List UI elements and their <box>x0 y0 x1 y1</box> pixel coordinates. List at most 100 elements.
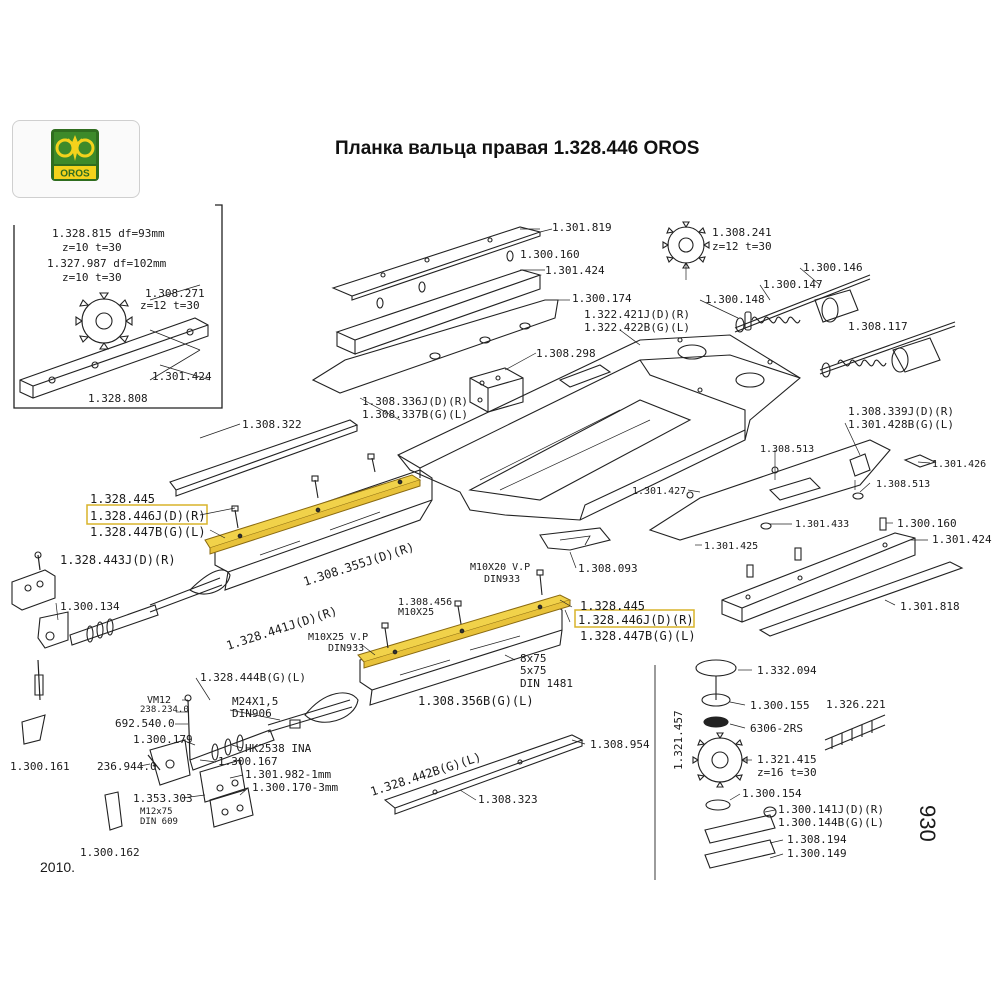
label-1328443: 1.328.443J(D)(R) <box>60 553 176 567</box>
label-1308298: 1.308.298 <box>536 347 596 360</box>
label-1308241-z: z=12 t=30 <box>712 240 772 253</box>
label-1322422: 1.322.422B(G)(L) <box>584 321 690 334</box>
label-1353303: 1.353.303 <box>133 792 193 805</box>
label-1328446-a: 1.328.446J(D)(R) <box>90 509 206 523</box>
label-inset-4: z=10 t=30 <box>62 271 122 284</box>
auger-flight-upper <box>189 569 231 595</box>
label-1328445-b: 1.328.445 <box>580 599 645 613</box>
label-1322421: 1.322.421J(D)(R) <box>584 308 690 321</box>
label-1308323: 1.308.323 <box>478 793 538 806</box>
label-1300144: 1.300.144B(G)(L) <box>778 816 884 829</box>
plate-1300170 <box>209 787 254 828</box>
label-1308954: 1.308.954 <box>590 738 650 751</box>
bracket-1308298 <box>469 367 524 413</box>
label-1300174: 1.300.174 <box>572 292 632 305</box>
label-m10x20: M10X20 V.P <box>470 562 530 573</box>
label-1328446-b: 1.328.446J(D)(R) <box>578 613 694 627</box>
label-1301433: 1.301.433 <box>795 519 849 530</box>
label-1300148: 1.300.148 <box>705 293 765 306</box>
year-label: 2010. <box>40 859 75 875</box>
label-m12x75: M12x75 <box>140 807 173 817</box>
plate-1308194 <box>704 839 776 869</box>
label-din906: DIN906 <box>232 707 272 720</box>
part-1300162 <box>104 791 123 831</box>
label-1308456: 1.308.456 <box>398 597 452 608</box>
logo-text: OROS <box>60 169 90 180</box>
label-1308513-b: 1.308.513 <box>876 479 930 490</box>
spring-1300147 <box>751 316 801 324</box>
label-1301424-a: 1.301.424 <box>545 264 605 277</box>
label-1308339: 1.308.339J(D)(R) <box>848 405 954 418</box>
sprocket-1321415 <box>697 737 743 783</box>
page-number: 930 <box>915 805 940 842</box>
label-1301819: 1.301.819 <box>552 221 612 234</box>
label-m10x25-vp: M10X25 V.P <box>308 632 368 643</box>
highlight-box-lower <box>574 609 695 628</box>
label-1301426: 1.301.426 <box>932 459 986 470</box>
plate-1301982 <box>199 759 246 803</box>
label-6306-2rs: 6306-2RS <box>750 722 803 735</box>
page-title: Планка вальца правая 1.328.446 OROS <box>335 138 700 159</box>
label-1308337: 1.308.337B(G)(L) <box>362 408 468 421</box>
label-1301427: 1.301.427 <box>632 486 686 497</box>
bar-1301818 <box>758 561 964 637</box>
label-1300167: 1.300.167 <box>218 755 278 768</box>
bar-1301424 <box>721 532 916 623</box>
label-1321415: 1.321.415 <box>757 753 817 766</box>
main-frame <box>397 334 801 521</box>
auger-flight-lower <box>304 692 359 723</box>
label-1308322: 1.308.322 <box>242 418 302 431</box>
label-1328447-b: 1.328.447B(G)(L) <box>580 629 696 643</box>
label-m24x1-5: M24X1,5 <box>232 695 278 708</box>
guard-1308093 <box>539 527 611 551</box>
label-1300161: 1.300.161 <box>10 760 70 773</box>
label-hk2538: HK2538 INA <box>245 742 312 755</box>
plate-1301428 <box>648 439 891 541</box>
label-din933-a: DIN933 <box>484 574 520 585</box>
label-1300147: 1.300.147 <box>763 278 823 291</box>
label-1328447-a: 1.328.447B(G)(L) <box>90 525 206 539</box>
label-1308355: 1.308.355J(D)(R) <box>302 540 416 589</box>
label-inset-6: z=12 t=30 <box>140 299 200 312</box>
leader-lines <box>55 228 931 859</box>
label-1301428: 1.301.428B(G)(L) <box>848 418 954 431</box>
label-1308241: 1.308.241 <box>712 226 772 239</box>
label-1300149: 1.300.149 <box>787 847 847 860</box>
label-1308093: 1.308.093 <box>578 562 638 575</box>
label-1326221: 1.326.221 <box>826 698 886 711</box>
label-1300141: 1.300.141J(D)(R) <box>778 803 884 816</box>
label-1300162: 1.300.162 <box>80 846 140 859</box>
oros-logo-card: OROS <box>12 120 140 198</box>
label-1300179: 1.300.179 <box>133 733 193 746</box>
label-1308336: 1.308.336J(D)(R) <box>362 395 468 408</box>
plate-1300141 <box>704 814 776 844</box>
oros-logo: OROS <box>51 129 99 181</box>
label-1300146: 1.300.146 <box>803 261 863 274</box>
label-inset-1: 1.328.815 df=93mm <box>52 227 165 240</box>
label-din933-b: DIN933 <box>328 643 364 654</box>
cap-1332094 <box>695 659 737 677</box>
bracket-1328443 <box>11 569 56 611</box>
label-1328445-a: 1.328.445 <box>90 492 155 506</box>
label-1328442: 1.328.442B(G)(L) <box>369 750 483 799</box>
label-inset-2: z=10 t=30 <box>62 241 122 254</box>
label-inset-7: 1.301.424 <box>152 370 212 383</box>
label-1301425: 1.301.425 <box>704 541 758 552</box>
label-692540: 692.540.0 <box>115 717 175 730</box>
part-1300161 <box>21 714 46 745</box>
inset-frame <box>13 204 223 409</box>
label-inset-3: 1.327.987 df=102mm <box>47 257 167 270</box>
label-din609: DIN 609 <box>140 817 178 827</box>
label-236944: 236.944.0 <box>97 760 157 773</box>
label-1308194: 1.308.194 <box>787 833 847 846</box>
label-1300154: 1.300.154 <box>742 787 802 800</box>
label-1328444: 1.328.444B(G)(L) <box>200 671 306 684</box>
label-1308117: 1.308.117 <box>848 320 908 333</box>
label-1328441: 1.328.441J(D)(R) <box>225 604 339 653</box>
label-1301818: 1.301.818 <box>900 600 960 613</box>
label-1300134: 1.300.134 <box>60 600 120 613</box>
label-inset-5: 1.308.271 <box>145 287 205 300</box>
label-1300155: 1.300.155 <box>750 699 810 712</box>
